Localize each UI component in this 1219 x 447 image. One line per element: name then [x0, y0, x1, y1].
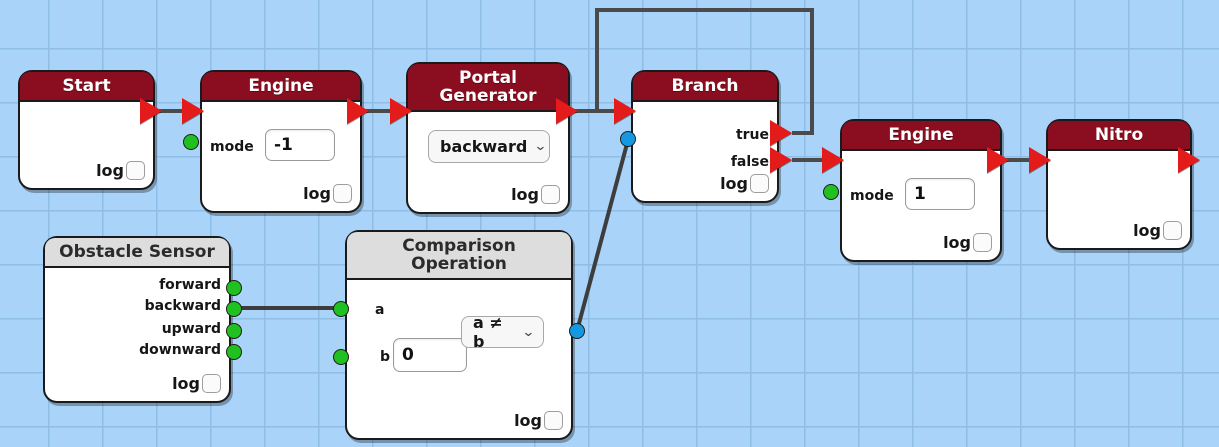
log-checkbox[interactable] [333, 184, 352, 204]
branch-false-label: false [730, 154, 769, 171]
nitro-exec-out-arrow[interactable] [1178, 147, 1200, 173]
node-start-body: log [20, 102, 153, 188]
node-comparison-operation-title-line2: Operation [411, 254, 507, 275]
obstacle-sensor-port-backward[interactable] [226, 301, 242, 317]
node-engine-right-title: Engine [842, 121, 1000, 152]
node-comparison-operation[interactable]: Comparison Operation a b 0 a ≠ b ⌄ log [345, 230, 573, 440]
portal-generator-direction-dropdown[interactable]: backward ⌄ [428, 130, 550, 164]
node-start-title: Start [20, 72, 153, 103]
comparison-input-b-label: b [380, 349, 391, 366]
log-label: log [511, 185, 539, 205]
node-branch-log[interactable]: log [720, 174, 769, 194]
node-portal-generator-title-line1: Portal [459, 68, 517, 88]
node-portal-generator-title-line2: Generator [439, 86, 537, 107]
node-nitro-log[interactable]: log [1133, 221, 1182, 241]
node-branch-title: Branch [633, 72, 777, 103]
comparison-output-port[interactable] [569, 323, 585, 339]
log-label: log [1133, 221, 1161, 241]
branch-true-label: true [735, 127, 769, 144]
node-comparison-operation-title: Comparison Operation [347, 232, 571, 281]
log-checkbox[interactable] [541, 185, 560, 205]
node-comparison-operation-body: a b 0 a ≠ b ⌄ log [347, 280, 571, 438]
node-nitro-body: log [1048, 151, 1190, 248]
comparison-input-a-label: a [375, 302, 385, 319]
chevron-down-icon: ⌄ [533, 139, 548, 155]
node-portal-generator-body: backward ⌄ log [408, 112, 568, 212]
engine-left-mode-port[interactable] [183, 134, 199, 150]
log-checkbox[interactable] [126, 161, 145, 181]
node-start-log[interactable]: log [96, 161, 145, 181]
engine-left-exec-out-arrow[interactable] [347, 98, 369, 124]
log-label: log [720, 174, 748, 194]
obstacle-sensor-port-downward[interactable] [226, 344, 242, 360]
node-engine-left-body: mode -1 log [202, 102, 360, 211]
node-branch[interactable]: Branch true false log [631, 70, 779, 203]
node-start[interactable]: Start log [18, 70, 155, 190]
log-label: log [514, 411, 542, 431]
node-obstacle-sensor-body: forward backward upward downward log [45, 268, 229, 401]
node-portal-generator-title: Portal Generator [408, 64, 568, 113]
node-engine-left[interactable]: Engine mode -1 log [200, 70, 362, 213]
log-checkbox[interactable] [973, 233, 992, 253]
log-label: log [303, 184, 331, 204]
obstacle-sensor-port-upward[interactable] [226, 323, 242, 339]
log-checkbox[interactable] [202, 374, 221, 394]
node-engine-right-log[interactable]: log [943, 233, 992, 253]
engine-left-mode-input[interactable]: -1 [265, 129, 335, 162]
nitro-exec-in-arrow[interactable] [1029, 147, 1051, 173]
log-checkbox[interactable] [750, 174, 769, 194]
engine-right-mode-port[interactable] [823, 184, 839, 200]
engine-left-exec-in-arrow[interactable] [182, 98, 204, 124]
node-obstacle-sensor-title: Obstacle Sensor [45, 238, 229, 269]
engine-right-mode-input[interactable]: 1 [905, 178, 975, 211]
branch-true-out-arrow[interactable] [770, 120, 792, 146]
node-engine-right[interactable]: Engine mode 1 log [840, 119, 1002, 262]
start-exec-out-arrow[interactable] [140, 98, 162, 124]
node-engine-left-log[interactable]: log [303, 184, 352, 204]
comparison-input-a-port[interactable] [333, 301, 349, 317]
node-obstacle-sensor-log[interactable]: log [172, 374, 221, 394]
node-obstacle-sensor[interactable]: Obstacle Sensor forward backward upward … [43, 236, 231, 403]
node-nitro-title: Nitro [1048, 121, 1190, 152]
engine-left-mode-label: mode [210, 139, 254, 156]
node-portal-generator[interactable]: Portal Generator backward ⌄ log [406, 62, 570, 214]
log-checkbox[interactable] [544, 411, 563, 431]
node-branch-body: true false log [633, 102, 777, 201]
log-label: log [172, 374, 200, 394]
chevron-down-icon: ⌄ [521, 324, 536, 340]
log-checkbox[interactable] [1163, 221, 1182, 241]
comparison-operator-value: a ≠ b [473, 313, 503, 352]
node-comparison-operation-log[interactable]: log [514, 411, 563, 431]
comparison-operator-dropdown[interactable]: a ≠ b ⌄ [461, 313, 544, 352]
node-engine-right-body: mode 1 log [842, 151, 1000, 260]
branch-condition-input-port[interactable] [620, 131, 636, 147]
engine-right-exec-out-arrow[interactable] [987, 147, 1009, 173]
node-comparison-operation-title-line1: Comparison [402, 236, 516, 256]
comparison-input-b-field[interactable]: 0 [393, 338, 467, 373]
portal-generator-exec-in-arrow[interactable] [390, 98, 412, 124]
node-engine-left-title: Engine [202, 72, 360, 103]
engine-right-exec-in-arrow[interactable] [822, 147, 844, 173]
node-nitro[interactable]: Nitro log [1046, 119, 1192, 250]
portal-generator-exec-out-arrow[interactable] [556, 98, 578, 124]
node-portal-generator-log[interactable]: log [511, 185, 560, 205]
obstacle-sensor-port-forward[interactable] [226, 280, 242, 296]
obstacle-sensor-output-upward: upward [161, 321, 221, 338]
obstacle-sensor-output-forward: forward [159, 277, 221, 294]
obstacle-sensor-output-downward: downward [139, 342, 221, 359]
log-label: log [96, 161, 124, 181]
engine-right-mode-label: mode [850, 188, 894, 205]
obstacle-sensor-output-backward: backward [144, 298, 221, 315]
branch-exec-in-arrow[interactable] [614, 98, 636, 124]
comparison-input-b-port[interactable] [333, 349, 349, 365]
log-label: log [943, 233, 971, 253]
branch-false-out-arrow[interactable] [770, 147, 792, 173]
portal-generator-direction-value: backward [440, 137, 528, 157]
